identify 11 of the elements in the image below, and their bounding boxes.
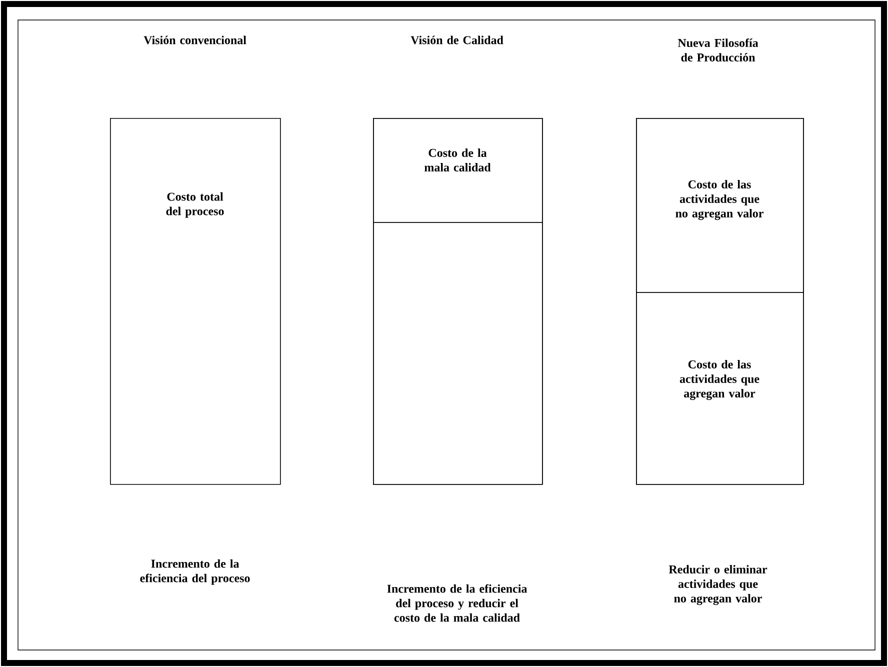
box-label: Costo de las actividades que no agregan valor — [676, 180, 764, 220]
empty-section — [373, 222, 543, 485]
box-label: Costo de las actividades que agregan valor — [680, 360, 760, 400]
caption-text: Incremento de la eficiencia del proceso y reducir el costo de la mala calidad — [387, 584, 528, 622]
column-heading: Visión de Calidad — [410, 36, 504, 44]
box-label: Costo de la mala calidad — [424, 148, 491, 172]
caption-text: Reducir o eliminar actividades que no agregan valor — [668, 565, 768, 605]
caption-text: Incremento de la eficiencia del proceso — [140, 559, 250, 585]
column-heading: Visión convencional — [144, 36, 246, 44]
column-heading: Nueva Filosofía de Producción — [678, 38, 758, 62]
box-label: Costo total del proceso — [166, 192, 224, 218]
